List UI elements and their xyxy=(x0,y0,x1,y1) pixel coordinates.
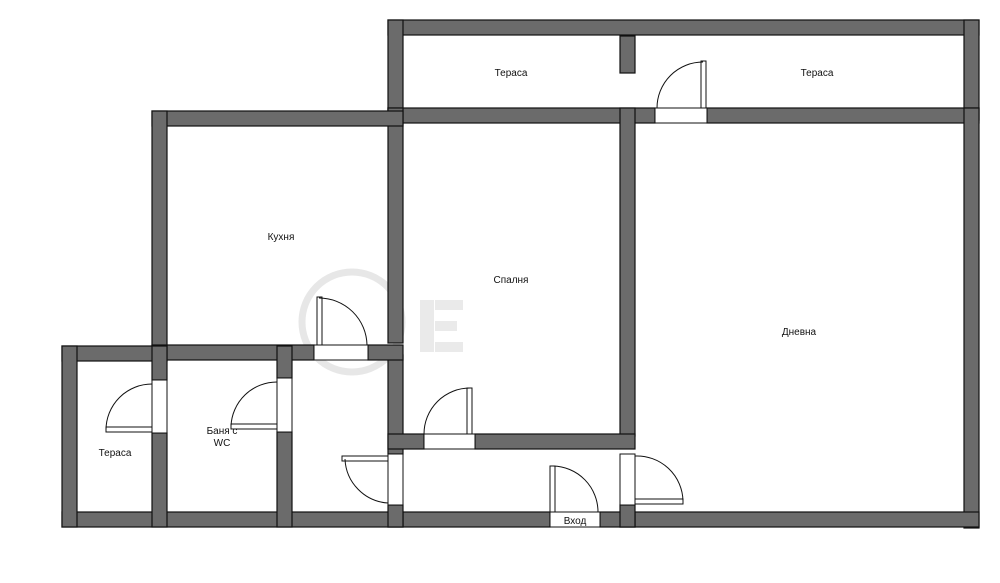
label-terrace-top-left: Тераса xyxy=(495,68,528,79)
wall-terrace-living xyxy=(706,107,980,124)
wall-hall-top-right xyxy=(474,433,636,450)
label-bathroom-line2: WC xyxy=(214,438,231,449)
room-labels: Тераса Тераса Кухня Спалня Дневна Тераса… xyxy=(99,68,834,527)
door-terrace-left xyxy=(105,383,153,433)
wall-hall-top-left xyxy=(387,433,425,450)
label-terrace-top-right: Тераса xyxy=(801,68,834,79)
wall-terrace-left xyxy=(387,19,404,113)
wall-terrace-bath-lower xyxy=(151,432,168,528)
door-frame-kitchen xyxy=(313,344,369,361)
watermark-letter xyxy=(435,342,463,352)
door-living xyxy=(634,455,684,505)
door-frame-entrance xyxy=(549,511,601,528)
wall-kitchen-bedroom xyxy=(387,107,404,344)
watermark-letter xyxy=(435,300,463,310)
label-living-room: Дневна xyxy=(782,327,817,338)
door-frame-hall-left xyxy=(387,453,404,506)
wall-terrace-bath-upper xyxy=(151,345,168,381)
wall-kitchen-bottom-right xyxy=(367,344,404,361)
wall-bottom-living xyxy=(619,511,980,528)
wall-bedroom-living xyxy=(619,107,636,437)
wall-left-terrace-top xyxy=(61,345,168,362)
wall-kitchen-top xyxy=(151,110,404,127)
wall-right xyxy=(963,107,980,529)
door-bathroom xyxy=(230,381,278,430)
wall-bottom-left xyxy=(61,511,404,528)
wall-terrace-bedroom xyxy=(387,107,656,124)
label-entrance: Вход xyxy=(564,516,587,527)
wall-terrace-right xyxy=(963,19,980,121)
wall-left-terrace-left xyxy=(61,345,78,528)
label-bathroom-line1: Баня с xyxy=(207,426,238,437)
door-kitchen xyxy=(316,296,368,346)
door-bedroom xyxy=(423,387,473,435)
wall-hall-left-lower xyxy=(387,504,404,528)
door-entrance xyxy=(549,465,599,513)
label-kitchen: Кухня xyxy=(268,232,295,243)
door-frame-terrace xyxy=(654,107,708,124)
wall-kitchen-left xyxy=(151,110,168,361)
doors xyxy=(105,60,707,513)
label-terrace-left: Тераса xyxy=(99,448,132,459)
door-hall-left xyxy=(341,455,389,504)
label-bedroom: Спалня xyxy=(494,275,529,286)
door-frame-bedroom xyxy=(423,433,476,450)
wall-bath-hall-lower xyxy=(276,431,293,528)
door-terrace xyxy=(656,60,707,109)
wall-bath-hall-upper xyxy=(276,345,293,379)
wall-terrace-divider xyxy=(619,35,636,74)
door-frame-bath xyxy=(276,377,293,433)
walls xyxy=(61,19,980,529)
wall-terrace-top xyxy=(387,19,980,36)
door-frame-living xyxy=(619,453,636,506)
wall-bottom-hall xyxy=(387,511,551,528)
wall-hall-living-lower xyxy=(619,504,636,528)
watermark-letter xyxy=(435,321,457,331)
door-frame-terrace-left xyxy=(151,379,168,434)
door-frames xyxy=(151,107,708,528)
watermark-letter xyxy=(420,300,434,352)
